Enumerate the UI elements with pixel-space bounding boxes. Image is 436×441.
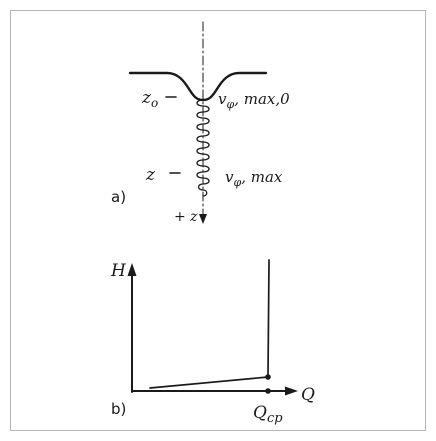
v-phi-max-label: vφ, max	[225, 168, 283, 189]
v-phi-top-suffix: , max,0	[234, 90, 290, 108]
y-axis-arrowhead-icon	[127, 263, 137, 276]
z0-label: zo	[141, 88, 158, 110]
v-phi-max-0-label: vφ, max,0	[218, 90, 290, 111]
plus-z-axis-label: + z	[174, 209, 198, 225]
panel-b-label: b)	[111, 400, 126, 418]
v-phi-bottom-suffix: , max	[241, 168, 283, 186]
characteristic-curve	[149, 259, 270, 389]
z0-subscript: o	[151, 96, 158, 110]
z-label: z	[145, 165, 156, 185]
axis-arrowhead-icon	[199, 214, 207, 224]
q-cp-subscript: cp	[267, 411, 283, 426]
q-cp-label: Qcp	[253, 403, 283, 426]
q-cp-axis-marker	[265, 388, 271, 394]
panel-a-label: a)	[111, 188, 126, 206]
v-phi-subscript-top: φ	[226, 98, 234, 111]
figure-frame	[10, 10, 426, 431]
panel-a: zo z vφ, max,0 vφ, max a) + z	[111, 21, 290, 225]
v-phi-subscript-bottom: φ	[233, 176, 241, 189]
h-axis-label: H	[110, 261, 127, 281]
x-axis-arrowhead-icon	[285, 386, 298, 396]
q-axis-label: Q	[301, 385, 315, 405]
critical-point-marker	[265, 374, 271, 380]
panel-b: H Q Qcp b)	[110, 259, 315, 426]
vortex-core-spiral	[196, 99, 210, 197]
